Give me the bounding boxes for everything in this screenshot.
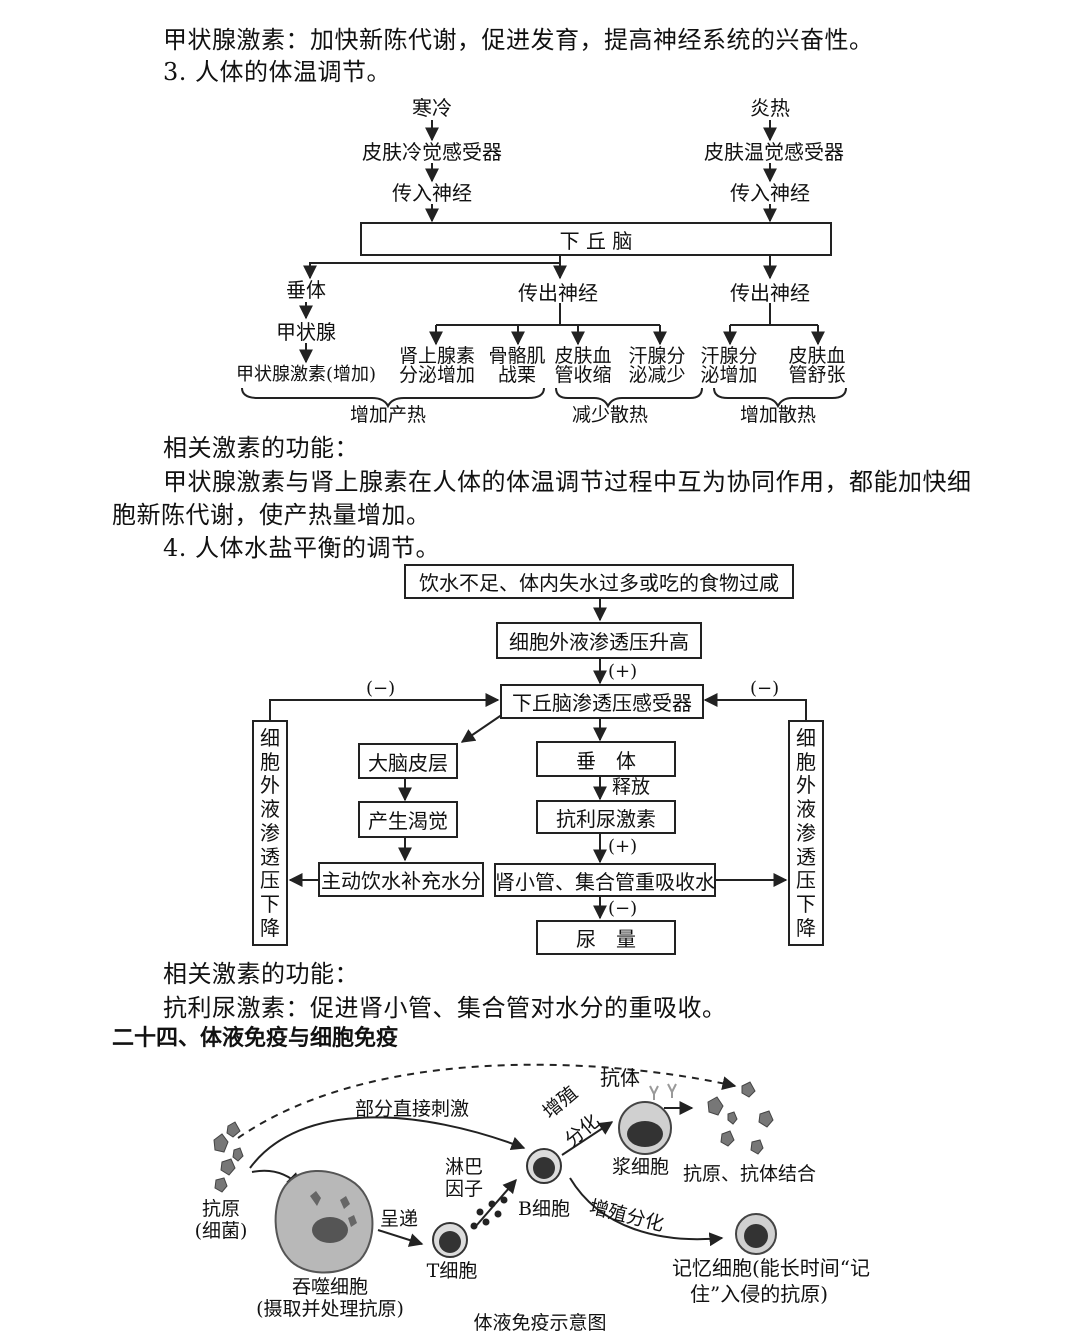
side-char: 压 (796, 868, 816, 893)
b-cell-label: B细胞 (518, 1198, 570, 1220)
positive-sign-2: (+) (608, 836, 638, 857)
plasma-cell-icon (618, 1101, 672, 1155)
hormone-function-text-1a: 甲状腺激素与肾上腺素在人体的体温调节过程中互为协同作用，都能加快细 (163, 468, 972, 496)
section-4-heading: 4. 人体水盐平衡的调节。 (163, 534, 441, 562)
cold-label: 寒冷 (412, 96, 452, 120)
side-char: 渗 (260, 820, 280, 845)
adrenaline-label-b: 分泌增加 (398, 364, 475, 386)
efferent-nerve-right-label: 传出神经 (730, 281, 810, 305)
muscle-shiver-label-a: 骨骼肌 (488, 345, 546, 367)
side-char: 胞 (796, 749, 816, 774)
heat-production-increase-label: 增加产热 (349, 404, 426, 426)
phagocyte-label-a: 吞噬细胞 (291, 1276, 368, 1298)
osmolarity-drop-right-box: 细 胞 外 液 渗 透 压 下 降 (788, 720, 824, 946)
heat-loss-increase-label: 增加散热 (739, 404, 816, 426)
side-char: 胞 (260, 749, 280, 774)
hormone-function-text-1b: 胞新陈代谢，使产热量增加。 (112, 501, 431, 529)
side-char: 降 (260, 916, 280, 940)
present-label: 呈递 (380, 1208, 419, 1230)
muscle-shiver-label-b: 战栗 (497, 364, 536, 386)
heat-loss-reduce-label: 减少散热 (571, 404, 648, 426)
t-cell-icon (432, 1222, 468, 1258)
antigen-antibody-binding-label: 抗原、抗体结合 (683, 1163, 817, 1185)
section-3-heading: 3. 人体的体温调节。 (163, 58, 392, 86)
warm-receptor-label: 皮肤温觉感受器 (704, 140, 844, 164)
antigen-antibody-complex-icon (707, 1081, 774, 1155)
sweat-increase-label-a: 汗腺分 (700, 345, 758, 367)
afferent-nerve-left-label: 传入神经 (392, 181, 472, 205)
cerebral-cortex-box: 大脑皮层 (358, 743, 458, 779)
release-label: 释放 (612, 776, 651, 798)
hormone-function-heading-2: 相关激素的功能： (163, 960, 359, 988)
b-cell-icon (526, 1148, 562, 1184)
antigen-label-b: (细菌) (194, 1220, 248, 1242)
side-char: 外 (796, 773, 816, 798)
side-char: 下 (260, 892, 280, 917)
lymphokine-label-b: 因子 (445, 1178, 484, 1200)
osmolarity-rise-box: 细胞外液渗透压升高 (496, 622, 702, 659)
side-char: 液 (796, 797, 816, 822)
hormone-function-heading-1: 相关激素的功能： (163, 434, 359, 462)
adrenaline-label-a: 肾上腺素 (398, 345, 475, 367)
negative-sign-left: (−) (366, 678, 396, 699)
plasma-cell-label: 浆细胞 (612, 1156, 670, 1178)
thyroxine-function-line: 甲状腺激素：加快新陈代谢，促进发育，提高神经系统的兴奋性。 (163, 26, 874, 54)
vasoconstriction-label-a: 皮肤血 (554, 345, 612, 367)
antigen-bacteria-icon (213, 1121, 244, 1193)
drink-water-box: 主动饮水补充水分 (318, 862, 484, 897)
phagocyte-icon (274, 1169, 374, 1274)
antigen-label-a: 抗原 (201, 1198, 240, 1220)
antibody-icon (649, 1083, 677, 1100)
osmolarity-drop-left-box: 细 胞 外 液 渗 透 压 下 降 (252, 720, 288, 946)
pituitary-label: 垂体 (286, 278, 326, 302)
vasoconstriction-label-b: 管收缩 (554, 364, 612, 386)
cold-receptor-label: 皮肤冷觉感受器 (362, 140, 502, 164)
vasodilation-label-a: 皮肤血 (788, 345, 846, 367)
diagram-caption: 体液免疫示意图 (473, 1312, 607, 1334)
side-char: 渗 (796, 820, 816, 845)
efferent-nerve-mid-label: 传出神经 (518, 281, 598, 305)
positive-sign-1: (+) (608, 661, 638, 682)
antibody-label: 抗体 (600, 1066, 640, 1090)
section-24-heading: 二十四、体液免疫与细胞免疫 (112, 1026, 399, 1051)
kidney-reabsorption-box: 肾小管、集合管重吸收水 (494, 863, 716, 897)
hot-label: 炎热 (750, 96, 790, 120)
side-char: 压 (260, 868, 280, 893)
side-char: 透 (796, 844, 816, 869)
t-cell-label: T细胞 (426, 1260, 478, 1282)
phagocyte-label-b: (摄取并处理抗原) (256, 1298, 404, 1320)
sweat-decrease-label-b: 泌减少 (628, 364, 686, 386)
osmoreceptor-box: 下丘脑渗透压感受器 (500, 684, 704, 719)
afferent-nerve-right-label: 传入神经 (730, 181, 810, 205)
trigger-box: 饮水不足、体内失水过多或吃的食物过咸 (404, 564, 794, 599)
hypothalamus-box: 下 丘 脑 (360, 222, 832, 256)
thyroxine-increase-label: 甲状腺激素(增加) (235, 364, 377, 385)
thyroid-label: 甲状腺 (276, 320, 336, 344)
negative-sign-right: (−) (750, 678, 780, 699)
memory-cell-label-a: 记忆细胞(能长时间“记 (672, 1256, 871, 1280)
side-char: 透 (260, 844, 280, 869)
hormone-function-text-2: 抗利尿激素：促进肾小管、集合管对水分的重吸收。 (163, 994, 727, 1022)
lymphokine-label-a: 淋巴 (445, 1156, 484, 1178)
side-char: 细 (260, 725, 280, 750)
negative-sign-mid: (−) (608, 898, 638, 919)
side-char: 降 (796, 916, 816, 940)
thirst-box: 产生渴觉 (358, 801, 458, 838)
adh-box: 抗利尿激素 (536, 800, 676, 834)
direct-stimulation-label: 部分直接刺激 (355, 1098, 470, 1120)
side-char: 外 (260, 773, 280, 798)
urine-volume-box: 尿 量 (536, 920, 676, 955)
side-char: 液 (260, 797, 280, 822)
sweat-decrease-label-a: 汗腺分 (628, 345, 686, 367)
side-char: 下 (796, 892, 816, 917)
sweat-increase-label-b: 泌增加 (700, 364, 758, 386)
memory-cell-label-b: 住”入侵的抗原) (690, 1282, 829, 1306)
vasodilation-label-b: 管舒张 (788, 364, 846, 386)
side-char: 细 (796, 725, 816, 750)
memory-cell-icon (735, 1213, 777, 1255)
pituitary-box: 垂 体 (536, 741, 676, 777)
